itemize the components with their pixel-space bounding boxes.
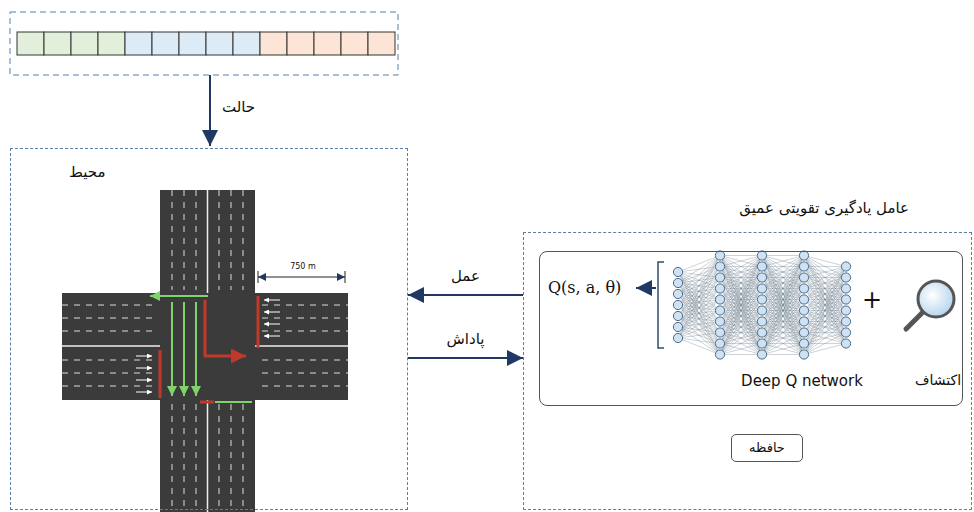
magnifier-icon	[906, 281, 954, 329]
flow-arrow	[408, 294, 523, 296]
dimension-label: 750 m	[288, 262, 318, 272]
intersection	[62, 190, 348, 512]
environment-title: محیط	[69, 163, 105, 181]
output-bracket	[658, 262, 664, 348]
state-vector	[17, 32, 395, 55]
plus-sign: +	[862, 286, 882, 315]
environment-frame: محیط	[10, 148, 408, 510]
neural-network	[673, 251, 850, 359]
state-frame	[10, 12, 398, 75]
state-label: حالت	[222, 98, 255, 116]
network-name: Deep Q network	[741, 372, 863, 390]
edge-label: پاداش	[447, 330, 485, 348]
agent-frame: Q(s, a, θ)+Deep Q networkاکتشافحافظهعامل…	[523, 232, 972, 510]
agent-title: عامل یادگیری تقویتی عمیق	[739, 199, 909, 217]
memory-label: حافظه	[749, 440, 785, 456]
output-arrow	[636, 287, 656, 289]
q-function: Q(s, a, θ)	[548, 278, 621, 297]
edge-label: عمل	[451, 267, 480, 285]
memory-box: حافظه	[731, 434, 803, 462]
state-arrow	[209, 75, 211, 146]
exploration-label: اکتشاف	[915, 372, 961, 389]
flow-arrow	[408, 357, 523, 359]
dqn-panel: Q(s, a, θ) + Deep Q network اکتشاف	[539, 251, 963, 406]
